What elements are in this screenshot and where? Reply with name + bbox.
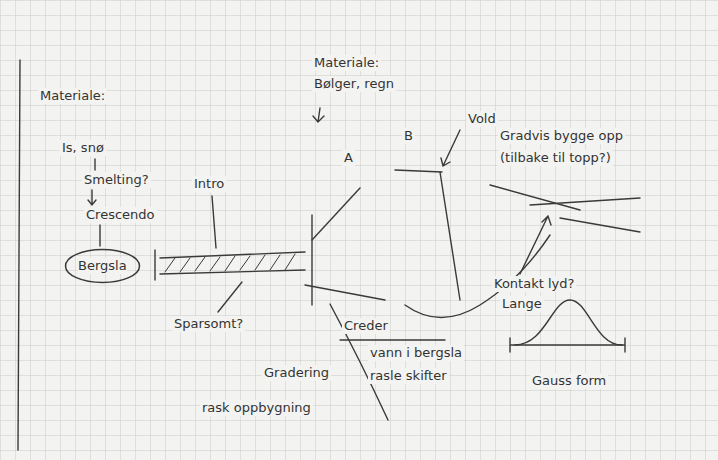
intro-hatch bbox=[165, 254, 295, 272]
handwritten-note: Smelting? bbox=[82, 172, 151, 188]
handwritten-note: (tilbake til topp?) bbox=[498, 150, 613, 166]
handwritten-note: Vold bbox=[466, 111, 498, 127]
handwritten-note: Gradering bbox=[262, 365, 331, 381]
arrow-line bbox=[313, 108, 324, 122]
handwritten-note: rasle skifter bbox=[368, 368, 449, 384]
handwritten-note: Materiale: bbox=[38, 88, 107, 104]
handwritten-note: Crescendo bbox=[84, 207, 157, 223]
handwritten-note: Intro bbox=[192, 176, 226, 192]
ellipse-shape bbox=[66, 250, 140, 283]
tick-line bbox=[154, 250, 155, 280]
arrow-line bbox=[441, 130, 460, 166]
curve-b bbox=[395, 170, 442, 172]
curve-line bbox=[305, 285, 385, 300]
build-lines bbox=[490, 185, 640, 232]
handwritten-note: Is, snø bbox=[60, 140, 106, 156]
arrow-line bbox=[520, 216, 551, 274]
handwritten-note: Creder bbox=[342, 318, 390, 334]
handwritten-note: vann i bergsla bbox=[368, 345, 464, 361]
curve-a bbox=[312, 188, 360, 240]
underline bbox=[340, 339, 445, 340]
handwritten-note: Materiale: bbox=[312, 55, 381, 71]
arrow-line bbox=[94, 159, 95, 170]
handwritten-note: Kontakt lyd? bbox=[492, 276, 576, 292]
intro-band bbox=[160, 252, 305, 274]
handwritten-note: Gauss form bbox=[530, 373, 608, 389]
handwritten-note: A bbox=[342, 150, 355, 166]
vertical-line bbox=[311, 215, 312, 305]
circled-node: Bergsla bbox=[64, 248, 141, 284]
handwritten-note: Lange bbox=[500, 296, 544, 312]
arrow-line bbox=[88, 190, 96, 205]
handwritten-note: rask oppbygning bbox=[200, 400, 313, 416]
handwritten-note: Bølger, regn bbox=[312, 76, 396, 92]
arrow-line bbox=[99, 225, 100, 246]
leader-line bbox=[212, 196, 216, 248]
node-text: Bergsla bbox=[78, 258, 127, 274]
handwritten-note: Sparsomt? bbox=[172, 316, 245, 332]
handwritten-note: B bbox=[402, 128, 415, 144]
drop-line bbox=[440, 172, 460, 300]
leader-line bbox=[218, 282, 242, 312]
handwritten-note: Gradvis bygge opp bbox=[498, 128, 625, 144]
margin-line bbox=[18, 60, 20, 450]
